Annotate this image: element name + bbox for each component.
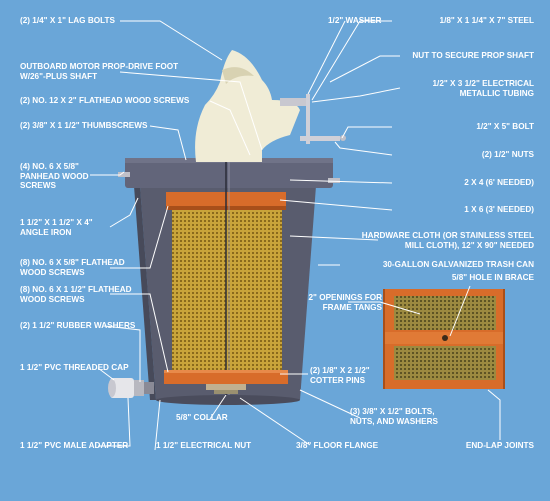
label-electrical-nut: 1 1/2" ELECTRICAL NUT — [156, 441, 252, 450]
label-panhead: (4) NO. 6 X 5/8" PANHEAD WOOD SCREWS — [20, 162, 89, 190]
label-two-by-four: 2 X 4 (6' NEEDED) — [464, 178, 534, 187]
label-half-washer: 1/2" WASHER — [328, 16, 382, 25]
thumbscrews — [118, 172, 340, 183]
brace-detail — [383, 289, 505, 389]
label-emt: 1/2" X 3 1/2" ELECTRICAL METALLIC TUBING — [432, 79, 535, 98]
label-hardware-cloth: HARDWARE CLOTH (OR STAINLESS STEEL MILL … — [361, 231, 534, 250]
label-openings: 2" OPENINGS FOR FRAME TANGS — [308, 293, 383, 312]
bottom-wood-frame — [164, 370, 288, 394]
label-floor-flange: 3/8" FLOOR FLANGE — [296, 441, 379, 450]
label-rubber-washers: (2) 1 1/2" RUBBER WASHERS — [20, 321, 136, 330]
label-flathead-12x2: (2) NO. 12 X 2" FLATHEAD WOOD SCREWS — [20, 96, 190, 105]
label-half-bolt: 1/2" X 5" BOLT — [476, 122, 534, 131]
label-bolts-nuts: (3) 3/8" X 1/2" BOLTS, NUTS, AND WASHERS — [350, 407, 438, 426]
label-end-lap: END-LAP JOINTS — [465, 441, 534, 450]
label-motor-foot: OUTBOARD MOTOR PROP-DRIVE FOOT W/26"-PLU… — [20, 62, 179, 81]
label-nut-prop-shaft: NUT TO SECURE PROP SHAFT — [412, 51, 534, 60]
label-steel: 1/8" X 1 1/4" X 7" STEEL — [439, 16, 534, 25]
label-collar: 5/8" COLLAR — [176, 413, 228, 422]
hardware-cloth-mesh — [172, 160, 282, 395]
leader-lines — [90, 20, 501, 451]
pvc-drain — [108, 378, 154, 398]
outboard-motor-foot — [195, 50, 346, 162]
label-flathead-6x112: (8) NO. 6 X 1 1/2" FLATHEAD WOOD SCREWS — [20, 285, 132, 304]
label-hole-brace: 5/8" HOLE IN BRACE — [451, 273, 534, 282]
label-trash-can: 30-GALLON GALVANIZED TRASH CAN — [382, 260, 534, 269]
label-half-nuts: (2) 1/2" NUTS — [481, 150, 534, 159]
label-one-by-six: 1 X 6 (3' NEEDED) — [464, 205, 534, 214]
label-angle-iron: 1 1/2" X 1 1/2" X 4" ANGLE IRON — [20, 218, 93, 237]
label-pvc-cap: 1 1/2" PVC THREADED CAP — [20, 363, 129, 372]
label-flathead-6x58: (8) NO. 6 X 5/8" FLATHEAD WOOD SCREWS — [20, 258, 125, 277]
label-thumbscrews: (2) 3/8" X 1 1/2" THUMBSCREWS — [20, 121, 148, 130]
label-cotter-pins: (2) 1/8" X 2 1/2" COTTER PINS — [310, 366, 370, 385]
label-pvc-adapter: 1 1/2" PVC MALE ADAPTER — [20, 441, 129, 450]
label-lag-bolts: (2) 1/4" X 1" LAG BOLTS — [20, 16, 115, 25]
